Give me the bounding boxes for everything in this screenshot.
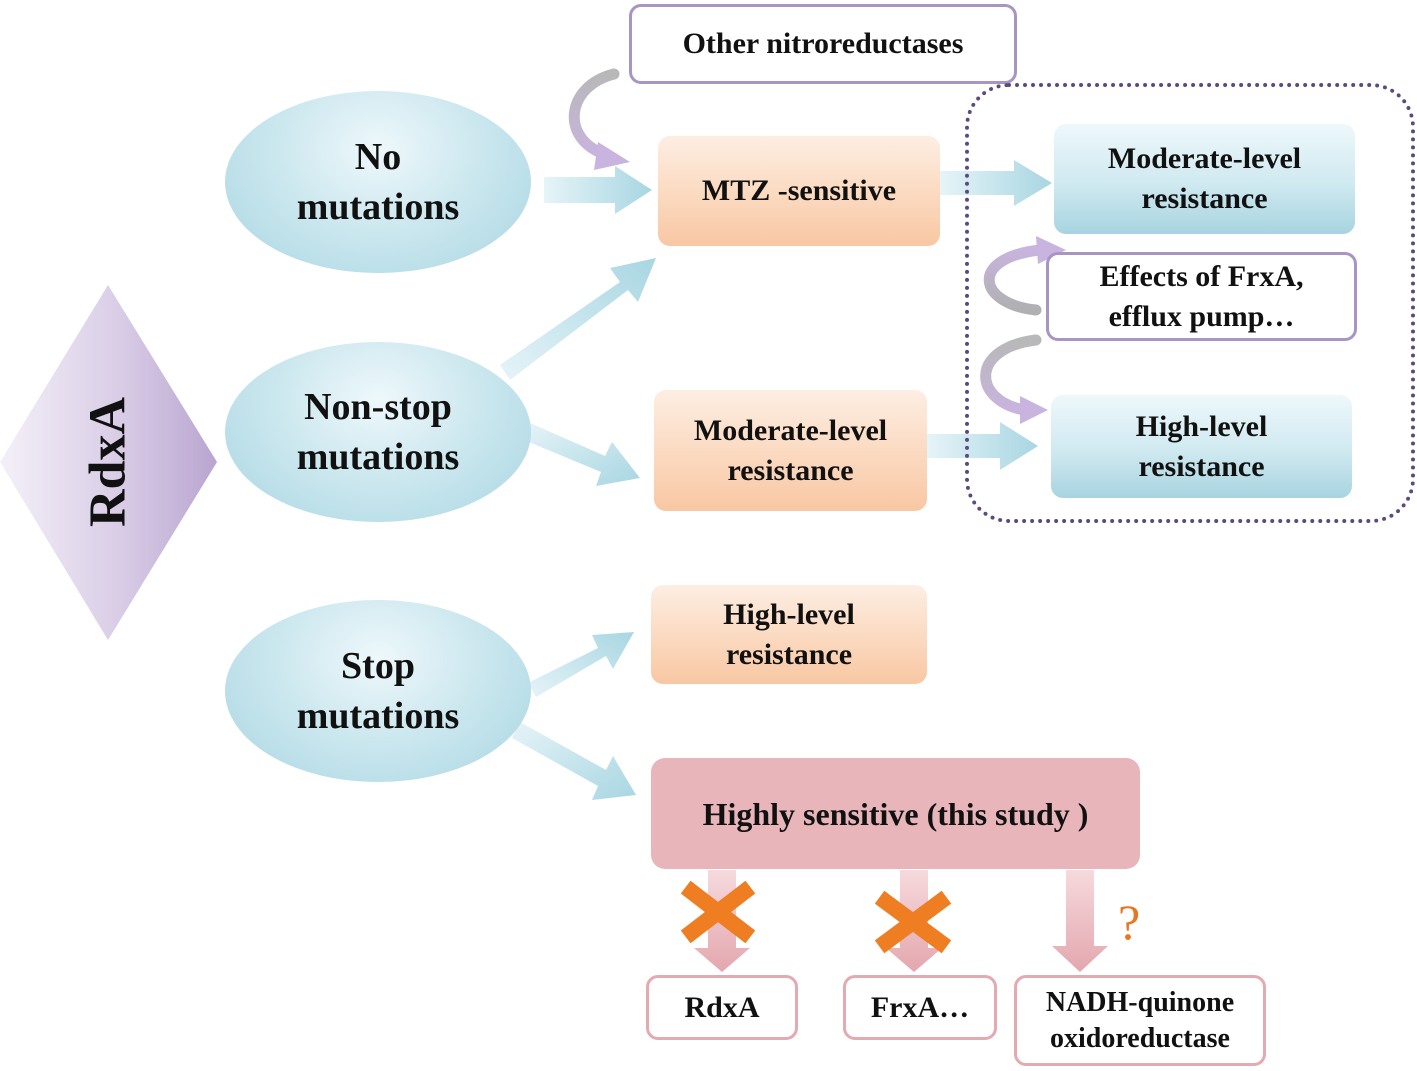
curve-arrowhead-other-nitro: [594, 142, 630, 170]
arrow-stop-to-high: [528, 632, 634, 697]
curve-arrowhead-effects-up: [1036, 236, 1066, 264]
oval-no-mutations: No mutations: [225, 91, 531, 273]
arrow-down-to-nadh: [1052, 870, 1108, 972]
arrow-no-mutations-to-mtz: [544, 166, 652, 214]
box-target-nadh: NADH-quinone oxidoreductase: [1014, 975, 1266, 1066]
group-moderate-line1: Moderate-level: [1107, 142, 1302, 175]
box-other-nitroreductases: Other nitroreductases: [629, 4, 1017, 84]
highly-sensitive-label: Highly sensitive (this study ): [702, 795, 1089, 832]
effects-line1: Effects of FrxA,: [1099, 259, 1304, 293]
oval-nonstop-line2: mutations: [296, 436, 460, 478]
group-high-line1: High-level: [1135, 409, 1268, 443]
curve-arrow-effects-up: [983, 244, 1046, 316]
oval-stop-line2: mutations: [296, 695, 460, 737]
box-effects-frxa-efflux: Effects of FrxA, efflux pump…: [1046, 252, 1357, 341]
moderate-resistance-line1: Moderate-level: [693, 413, 888, 447]
oval-nonstop-line1: Non-stop: [304, 386, 452, 428]
curve-arrow-effects-down: [980, 334, 1042, 416]
box-highly-sensitive: Highly sensitive (this study ): [651, 758, 1140, 869]
high-resistance-line2: resistance: [725, 637, 853, 671]
mtz-sensitive-label: MTZ -sensitive: [701, 174, 897, 207]
oval-no-mutations-line1: No: [354, 136, 402, 178]
curve-arrow-other-nitro: [568, 68, 620, 160]
box-high-resistance: High-level resistance: [651, 585, 927, 684]
question-mark-icon: ?: [1118, 894, 1141, 950]
rdxa-diamond: [0, 285, 217, 640]
group-moderate-line2: resistance: [1141, 182, 1268, 215]
effects-line2: efflux pump…: [1108, 299, 1295, 333]
arrow-nonstop-to-moderate: [524, 423, 640, 486]
box-group-high-resistance: High-level resistance: [1051, 395, 1352, 498]
target-frxa-label: FrxA…: [870, 990, 970, 1024]
oval-stop-line1: Stop: [341, 645, 415, 687]
box-mtz-sensitive: MTZ -sensitive: [658, 136, 940, 246]
downstream-group: [965, 83, 1415, 523]
arrow-nonstop-to-mtz: [500, 258, 656, 380]
rdxa-label: RdxA: [79, 396, 137, 528]
arrow-moderate-to-high-group: [927, 422, 1038, 470]
moderate-resistance-line2: resistance: [727, 453, 854, 487]
oval-stop-mutations: Stop mutations: [225, 600, 531, 782]
cross-icon-rdxa: [680, 880, 756, 944]
target-nadh-line2: oxidoreductase: [1050, 1022, 1230, 1054]
high-resistance-line1: High-level: [723, 597, 855, 631]
target-nadh-line1: NADH-quinone: [1045, 986, 1235, 1018]
arrow-stop-to-highly-sensitive: [512, 722, 636, 800]
oval-nonstop-mutations: Non-stop mutations: [225, 342, 531, 522]
other-nitroreductases-label: Other nitroreductases: [682, 27, 964, 60]
group-high-line2: resistance: [1138, 449, 1265, 483]
curve-arrowhead-effects-down: [1020, 396, 1048, 424]
target-rdxa-label: RdxA: [684, 990, 760, 1024]
oval-no-mutations-line2: mutations: [296, 186, 460, 228]
box-target-rdxa: RdxA: [646, 975, 798, 1040]
box-group-moderate-resistance: Moderate-level resistance: [1054, 124, 1355, 234]
box-moderate-resistance: Moderate-level resistance: [654, 390, 927, 511]
box-target-frxa: FrxA…: [843, 975, 997, 1040]
cross-icon-frxa: [874, 890, 952, 954]
